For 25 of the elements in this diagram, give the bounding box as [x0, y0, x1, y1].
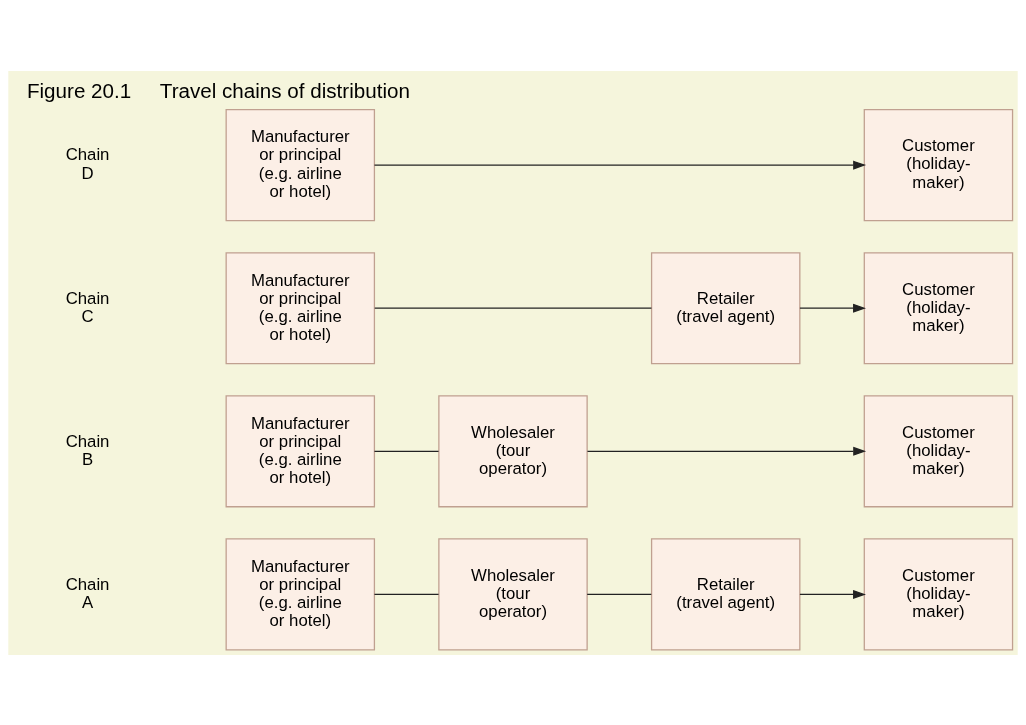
node-box: Retailer (travel agent) — [650, 251, 801, 364]
connector — [373, 450, 440, 452]
node-box: Customer (holiday-maker) — [863, 537, 1014, 650]
node-box: Wholesaler (tour operator) — [438, 537, 588, 650]
label: Chain C — [65, 288, 110, 326]
arrow — [799, 303, 866, 313]
connector — [586, 593, 652, 595]
label: Chain B — [65, 431, 110, 469]
node-box: Manufacturer or principal (e.g. airline or hotel) — [225, 108, 376, 221]
arrow — [799, 589, 866, 599]
node-box: Manufacturer or principal (e.g. airline or hotel) — [225, 537, 376, 650]
connector — [374, 307, 653, 309]
node-box: Customer (holiday-maker) — [863, 251, 1014, 364]
node-box: Manufacturer or principal (e.g. airline or hotel) — [225, 394, 376, 507]
connector — [373, 593, 440, 595]
node-box: Retailer (travel agent) — [650, 537, 801, 650]
label: Chain A — [65, 574, 110, 612]
diagram-title: Figure 20.1 Travel chains of distribution — [26, 78, 410, 102]
label: Chain D — [65, 144, 110, 183]
node-box: Manufacturer or principal (e.g. airline or hotel) — [225, 251, 376, 364]
node-box: Customer (holiday-maker) — [863, 108, 1014, 221]
arrow — [586, 446, 867, 456]
node-box: Customer (holiday-maker) — [863, 394, 1014, 507]
node-box: Wholesaler (tour operator) — [438, 394, 588, 507]
arrow — [373, 160, 867, 170]
